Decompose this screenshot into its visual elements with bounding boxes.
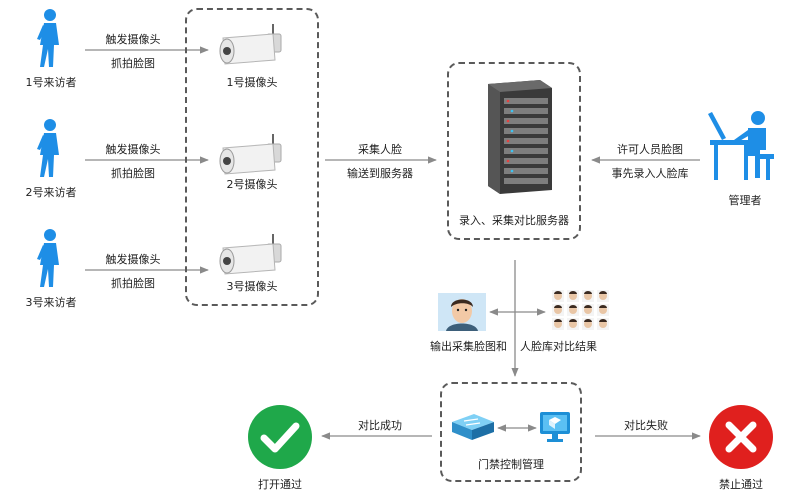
camera-3-label: 3号摄像头 (226, 280, 278, 293)
open-pass-label: 打开通过 (258, 478, 302, 491)
edge-label-match-fail: 对比失败 (624, 419, 668, 432)
edge-label-match-success: 对比成功 (358, 419, 402, 432)
person-at-desk-icon (708, 111, 774, 180)
checkmark-icon (248, 405, 312, 469)
visitor-1-label: 1号来访者 (25, 76, 77, 89)
edge-label-collect-face: 采集人脸 (358, 143, 402, 156)
person-walking-icon (37, 119, 59, 177)
person-walking-icon (37, 9, 59, 67)
edge-label-trigger-2: 触发摄像头 (105, 143, 161, 156)
camera-icon (219, 134, 282, 175)
server-box (447, 62, 581, 240)
monitor-icon (540, 412, 570, 442)
visitor-2-label: 2号来访者 (25, 186, 77, 199)
server-label: 录入、采集对比服务器 (459, 214, 569, 227)
visitor-3-label: 3号来访者 (25, 296, 77, 309)
edge-label-send-to-server: 输送到服务器 (347, 167, 413, 180)
edge-label-permitted-faces: 许可人员脸图 (617, 143, 683, 156)
camera-1-label: 1号摄像头 (226, 76, 278, 89)
access-control-label: 门禁控制管理 (478, 458, 544, 471)
edge-label-capture-3: 抓拍脸图 (111, 277, 155, 290)
compare-label-right: 人脸库对比结果 (520, 340, 597, 353)
network-switch-icon (452, 414, 494, 440)
cross-icon (709, 405, 773, 469)
camera-icon (219, 24, 282, 65)
edge-label-capture-2: 抓拍脸图 (111, 167, 155, 180)
compare-label-left: 输出采集脸图和 (430, 340, 507, 353)
captured-face-avatar (438, 293, 486, 331)
camera-icon (219, 234, 282, 275)
person-walking-icon (37, 229, 59, 287)
edge-label-capture-1: 抓拍脸图 (111, 57, 155, 70)
camera-group-box (185, 8, 319, 306)
edge-label-trigger-1: 触发摄像头 (105, 33, 161, 46)
access-control-box (440, 382, 582, 482)
admin-label: 管理者 (728, 194, 762, 207)
edge-label-trigger-3: 触发摄像头 (105, 253, 161, 266)
deny-pass-label: 禁止通过 (719, 478, 763, 491)
edge-label-preload-face-db: 事先录入人脸库 (611, 167, 689, 180)
server-rack-icon (488, 80, 552, 194)
camera-2-label: 2号摄像头 (226, 178, 278, 191)
face-database-grid (552, 290, 609, 330)
